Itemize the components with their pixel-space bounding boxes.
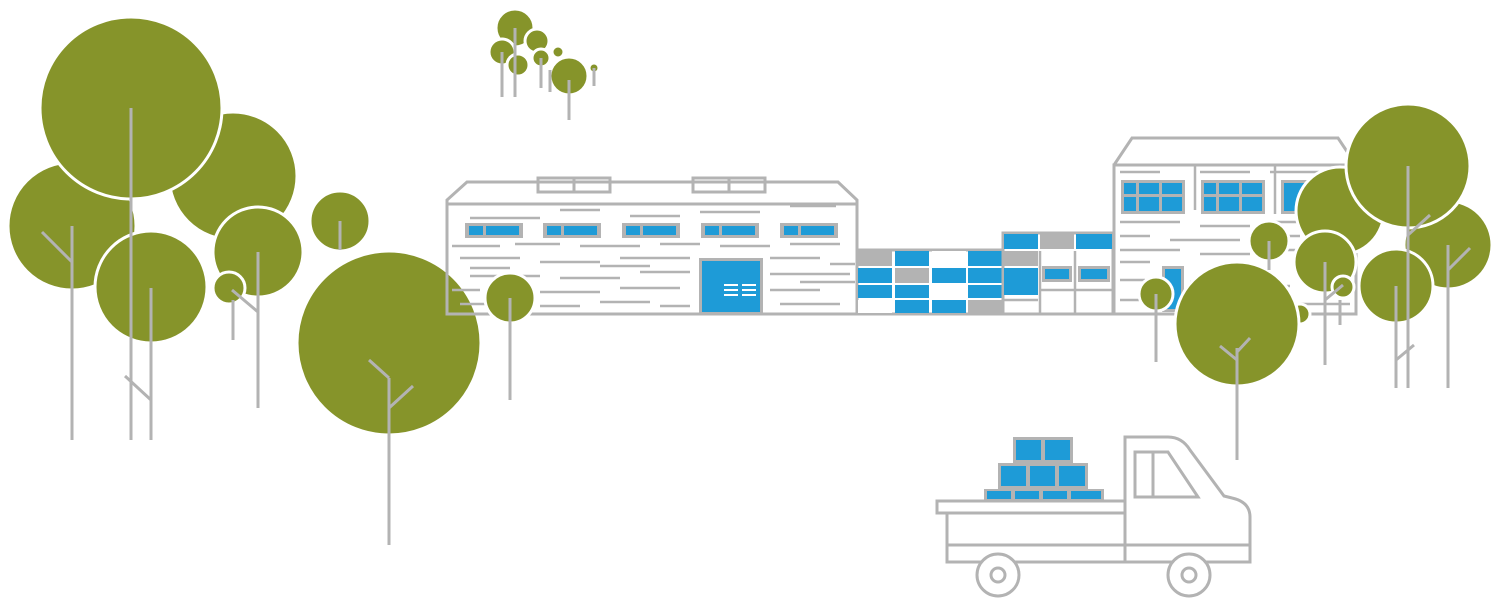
tree-icon: [505, 52, 531, 78]
connector-building-icon: [855, 248, 1005, 316]
tree-icon: [1330, 274, 1356, 300]
cargo-boxes-icon: [984, 437, 1104, 501]
tree-icon: [550, 44, 566, 60]
factory-windows: [465, 223, 838, 238]
tree-icon: [211, 270, 247, 306]
tower-building-icon: [1001, 231, 1115, 316]
left-forest: [6, 15, 483, 545]
right-forest: [1137, 102, 1494, 460]
truck-icon: [935, 435, 1252, 598]
top-small-trees: [487, 7, 601, 120]
factory-building-icon: [445, 176, 859, 400]
